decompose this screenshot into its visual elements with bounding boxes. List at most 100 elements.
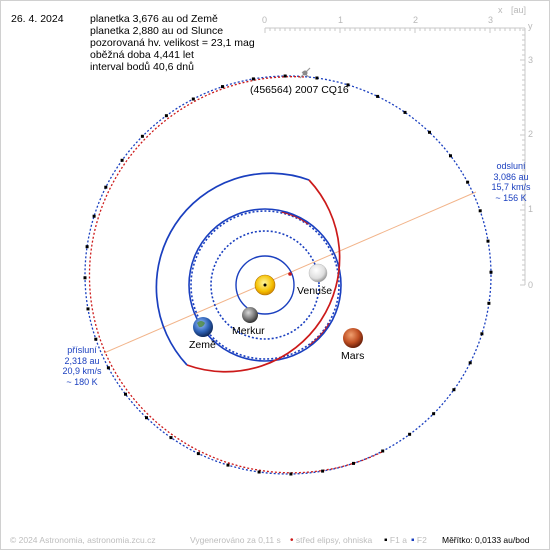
perihelion-speed: 20,9 km/s [62,366,102,376]
sun-focus-point [263,283,267,287]
x-tick-0: 0 [262,15,268,25]
venus-label: Venuše [297,285,333,297]
venus-icon[interactable] [308,263,328,283]
footer-scale: Měřítko: 0,0133 au/bod [442,535,530,545]
y-axis-ticks [520,29,525,286]
footer-generated: Vygenerováno za 0,11 s [190,535,281,545]
asteroid-position-point [124,392,127,396]
asteroid-position-point [85,245,89,249]
earth-label: Země [189,339,216,351]
asteroid-position-point [140,134,144,138]
aphelion-info: odsluní 3,086 au 15,7 km/s ~ 156 K [480,161,542,203]
asteroid-orbit-blue [84,75,492,475]
asteroid-position-point [408,432,412,436]
mars-orbit-red [186,179,341,373]
aphelion-speed: 15,7 km/s [491,182,531,192]
asteroid-position-point [321,469,325,473]
asteroid-position-point [376,94,380,98]
legend-f1-marker: ▪ [384,535,388,546]
earth-icon[interactable] [193,317,213,337]
asteroid-position-point [251,77,255,81]
legend-center-marker: • [290,535,294,546]
mercury-icon[interactable] [242,307,258,323]
asteroid-position-point [257,470,261,474]
asteroid-position-point [196,452,200,456]
footer-legend-f1: ▪ F1 a [384,535,407,546]
asteroid-position-point [145,416,148,420]
perihelion-distance: 2,318 au [64,355,100,366]
x-axis-ticks [264,28,526,33]
asteroid-position-point [283,74,287,78]
asteroid-position-point [449,154,452,158]
y-tick-1: 1 [528,204,534,214]
asteroid-position-point [191,97,195,101]
asteroid-position-point [86,307,90,311]
asteroid-position-point [164,114,168,118]
aphelion-title: odsluní [496,161,526,171]
asteroid-icon[interactable] [299,67,311,79]
mercury-orbit [235,255,295,315]
asteroid-position-point [489,270,493,274]
perihelion-title: přísluní [67,345,97,355]
aphelion-temperature: ~ 156 K [495,192,527,203]
asteroid-position-point [452,388,456,392]
info-period: oběžná doba 4,441 let [90,49,194,61]
x-axis-letter: x [498,5,503,15]
x-tick-1: 1 [338,15,344,25]
asteroid-orbit-points [83,74,493,476]
mercury-label: Merkur [232,325,265,337]
perihelion-temperature: ~ 180 K [66,376,98,387]
asteroid-position-point [381,449,385,453]
asteroid-position-point [315,76,319,80]
asteroid-position-point [432,412,436,416]
asteroid-position-point [346,83,350,87]
info-point-interval: interval bodů 40,6 dnů [90,61,194,73]
asteroid-orbit-red [88,76,383,474]
asteroid-position-point [487,301,491,305]
asteroid-position-point [169,436,173,440]
asteroid-position-point [104,185,108,189]
asteroid-position-point [486,239,490,243]
mars-label: Mars [341,350,365,362]
footer-copyright[interactable]: © 2024 Astronomia, astronomia.zcu.cz [10,535,156,545]
earth-land [197,321,205,328]
x-tick-2: 2 [413,15,419,25]
y-axis-letter: y [528,21,533,31]
footer-legend-center: • střed elipsy, ohniska [290,535,373,546]
mars-orbit-center-point [288,272,292,276]
mars-icon[interactable] [343,328,363,348]
asteroid-position-point [106,366,110,370]
asteroid-position-point [428,130,431,134]
info-distance-earth: planetka 3,676 au od Země [90,13,218,25]
asteroid-position-point [480,332,484,336]
y-tick-2: 2 [528,129,534,139]
asteroid-position-point [83,276,87,280]
asteroid-position-point [120,158,124,162]
info-distance-sun: planetka 2,880 au od Slunce [90,25,224,37]
asteroid-name-label: (456564) 2007 CQ16 [250,84,349,96]
asteroid-position-point [466,180,470,184]
footer-legend-f2: ▪ F2 [411,535,427,546]
asteroid-position-point [478,209,482,213]
axis-unit-label: [au] [511,5,527,15]
perihelion-info: přísluní 2,318 au 20,9 km/s ~ 180 K [52,345,112,387]
asteroid-position-point [352,461,355,465]
info-panel: planetka 3,676 au od Země planetka 2,880… [90,13,255,73]
asteroid-position-point [289,472,293,476]
aphelion-distance: 3,086 au [493,171,529,182]
date-label: 26. 4. 2024 [11,13,64,25]
y-tick-3: 3 [528,55,534,65]
info-magnitude: pozorovaná hv. velikost = 23,1 mag [90,37,255,49]
x-tick-3: 3 [488,15,494,25]
legend-f2-marker: ▪ [411,535,415,546]
earth-orbit [188,208,342,362]
y-tick-0: 0 [528,280,534,290]
asteroid-position-point [403,110,407,114]
asteroid-position-point [92,214,96,218]
asteroid-position-point [221,85,224,89]
asteroid-position-point [226,463,230,467]
venus-orbit [210,230,320,340]
earth-orbit-outer-dotted [190,210,340,360]
